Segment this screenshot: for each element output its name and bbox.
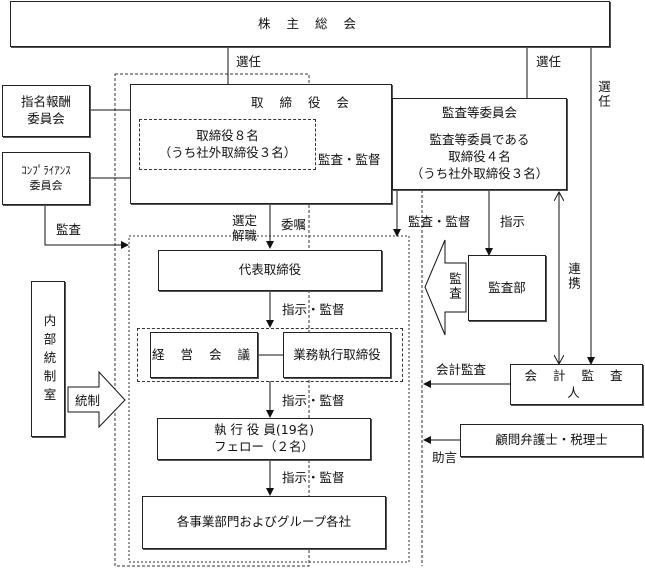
- internal-control-office: 内部統制室: [31, 281, 65, 437]
- nomination-label: 指名報酬 委員会: [20, 94, 71, 126]
- directors-box: 取締役８名 （うち社外取締役３名）: [139, 119, 316, 170]
- representative-director: 代表取締役: [158, 250, 382, 291]
- instruct-supervise-2-label: 指示・監督: [282, 393, 345, 408]
- internal-control-label: 統制: [75, 393, 101, 408]
- audit-dept-audit-label: 監査: [447, 272, 462, 301]
- management-meeting: 経 営 会 議: [150, 332, 258, 378]
- audit-department-label: 監査部: [488, 279, 526, 295]
- compliance-committee: ｺﾝﾌﾟﾗｲｱﾝｽ 委員会: [2, 152, 90, 205]
- nomination-compensation-committee: 指名報酬 委員会: [2, 85, 90, 137]
- shareholders-meeting-label: 株 主 総 会: [258, 15, 362, 31]
- elect-board-label: 選任: [236, 54, 262, 69]
- management-group: [137, 328, 403, 382]
- audit-dept-block-arrow: [424, 239, 467, 336]
- shareholders-meeting: 株 主 総 会: [10, 1, 610, 47]
- audit-supervise-exec-label: 監査・監督: [408, 214, 471, 229]
- instruct-supervise-3-label: 指示・監督: [282, 470, 345, 485]
- entrust-label: 委嘱: [281, 217, 307, 232]
- compliance-label: ｺﾝﾌﾟﾗｲｱﾝｽ 委員会: [21, 163, 71, 192]
- directors-label: 取締役８名 （うち社外取締役３名）: [158, 127, 297, 160]
- audit-department: 監査部: [468, 255, 546, 321]
- accounting-auditor-label: 会 計 監 査 人: [524, 367, 629, 400]
- execution-boundary: [128, 235, 410, 563]
- compliance-audit-arrow: [44, 205, 129, 249]
- board-of-directors: 取 締 役 会: [130, 84, 392, 204]
- audit-committee: 監査等委員会 監査等委員である 取締役４名 （うち社外取締役３名）: [392, 98, 567, 190]
- executive-directors-label: 業務執行取締役: [293, 346, 381, 362]
- elect-auditor-label: 選任: [596, 80, 611, 109]
- accounting-audit-label: 会計監査: [436, 362, 487, 377]
- elect-audit-label: 選任: [536, 54, 562, 69]
- business-divisions-label: 各事業部門およびグループ各社: [176, 514, 352, 530]
- audit-supervise-board-label: 監査・監督: [318, 152, 381, 167]
- accounting-auditor: 会 計 監 査 人: [510, 364, 643, 405]
- executive-officers-label: 執 行 役 員(19名) フェロー（２名）: [213, 422, 315, 454]
- board-of-directors-title: 取 締 役 会: [251, 95, 355, 110]
- appoint-dismiss-label: 選定 解職: [232, 213, 258, 243]
- business-divisions: 各事業部門およびグループ各社: [142, 496, 386, 549]
- legal-tax-advisors: 顧問弁護士・税理士: [460, 424, 643, 457]
- internal-control-office-label: 内部統制室: [41, 314, 57, 407]
- instruct-supervise-1-label: 指示・監督: [282, 302, 345, 317]
- executive-officers: 執 行 役 員(19名) フェロー（２名）: [157, 418, 371, 460]
- executive-directors: 業務執行取締役: [283, 332, 391, 378]
- management-meeting-label: 経 営 会 議: [152, 346, 256, 362]
- advice-label: 助言: [432, 450, 458, 465]
- representative-director-label: 代表取締役: [238, 262, 302, 278]
- internal-control-block-arrow: [67, 370, 126, 429]
- advisors-label: 顧問弁護士・税理士: [495, 432, 608, 448]
- instruct-audit-dept-label: 指示: [500, 214, 526, 229]
- compliance-audit-label: 監査: [56, 222, 82, 237]
- cooperation-label: 連携: [566, 262, 581, 291]
- governance-outer-boundary: [114, 73, 310, 567]
- audit-committee-title: 監査等委員会: [441, 105, 517, 121]
- audit-committee-members: 監査等委員である 取締役４名 （うち社外取締役３名）: [410, 132, 549, 181]
